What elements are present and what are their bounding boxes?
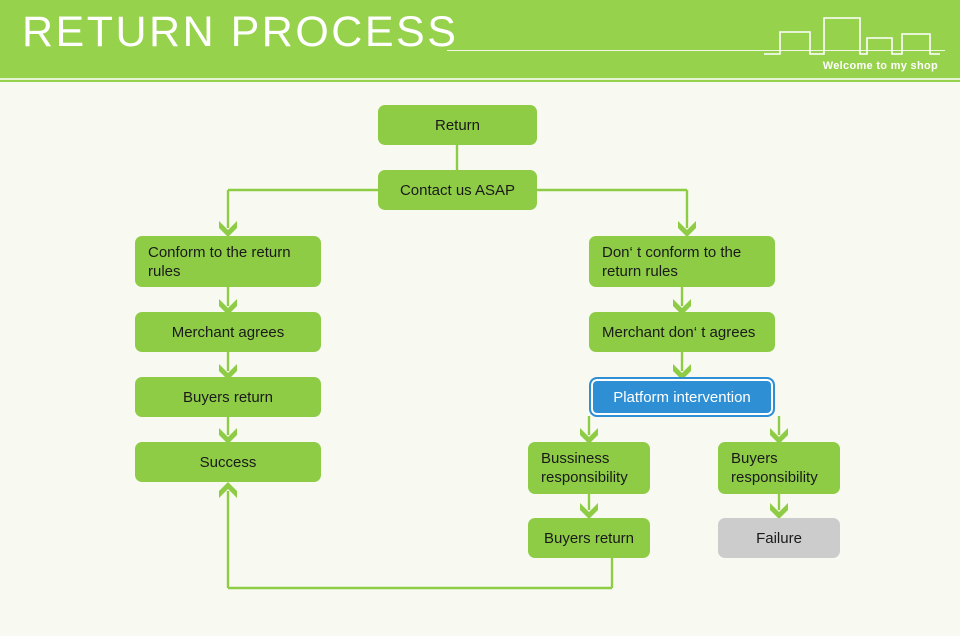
node-contact-us-asap[interactable]: Contact us ASAP xyxy=(378,170,537,210)
node-failure[interactable]: Failure xyxy=(718,518,840,558)
skyline-bars-icon xyxy=(764,17,940,55)
node-dont-conform-to-return-rules[interactable]: Don‘ t conform to the return rules xyxy=(589,236,775,287)
node-merchant-dont-agrees[interactable]: Merchant don‘ t agrees xyxy=(589,312,775,352)
node-return[interactable]: Return xyxy=(378,105,537,145)
node-buyers-return-right[interactable]: Buyers return xyxy=(528,518,650,558)
node-bussiness-responsibility[interactable]: Bussiness responsibility xyxy=(528,442,650,494)
page-title: RETURN PROCESS xyxy=(22,8,459,56)
flowchart-canvas: Return Contact us ASAP Conform to the re… xyxy=(0,82,960,636)
node-merchant-agrees[interactable]: Merchant agrees xyxy=(135,312,321,352)
header-underline xyxy=(0,78,960,80)
node-buyers-responsibility[interactable]: Buyers responsibility xyxy=(718,442,840,494)
node-buyers-return-left[interactable]: Buyers return xyxy=(135,377,321,417)
title-rule-divider xyxy=(447,50,945,51)
node-conform-to-return-rules[interactable]: Conform to the return rules xyxy=(135,236,321,287)
node-success[interactable]: Success xyxy=(135,442,321,482)
page-header: RETURN PROCESS Welcome to my shop xyxy=(0,0,960,82)
node-platform-intervention[interactable]: Platform intervention xyxy=(589,377,775,417)
header-tagline: Welcome to my shop xyxy=(822,60,938,72)
